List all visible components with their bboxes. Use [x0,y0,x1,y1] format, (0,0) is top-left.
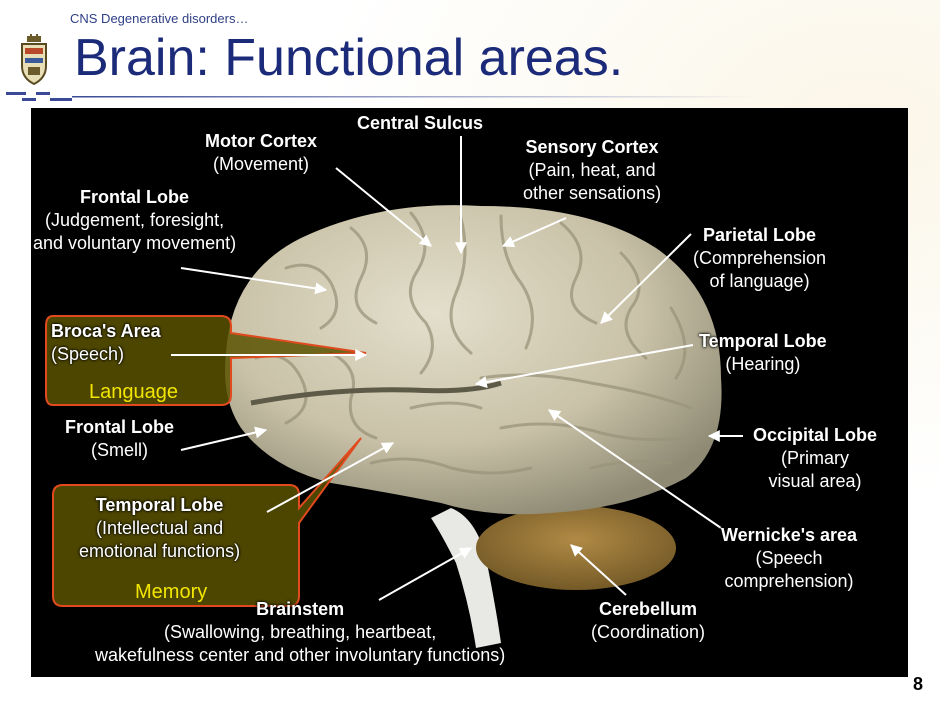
arrow-sensory-cortex [501,217,567,248]
label-frontal-lobe-top-desc1: (Judgement, foresight, [45,210,225,230]
brain-illustration [45,136,743,648]
label-wernickes-area-desc1: (Speech [755,548,823,568]
label-parietal-lobe: Parietal Lobe (Comprehension of language… [693,224,826,293]
label-cerebellum: Cerebellum (Coordination) [591,598,705,644]
label-parietal-lobe-desc2: of language) [709,271,810,291]
label-cerebellum-desc: (Coordination) [591,622,706,642]
label-central-sulcus: Central Sulcus [357,112,483,135]
cerebellum-shape [476,506,676,590]
label-temporal-lobe-right: Temporal Lobe (Hearing) [699,330,827,376]
breadcrumb: CNS Degenerative disorders… [70,11,249,26]
label-brainstem-name: Brainstem [256,599,345,619]
label-motor-cortex-desc: (Movement) [212,154,310,174]
label-temporal-lobe-left-desc1: (Intellectual and [96,518,224,538]
label-occipital-lobe-name: Occipital Lobe [753,425,878,445]
label-temporal-lobe-right-desc: (Hearing) [725,354,801,374]
arrow-brainstem [378,547,473,601]
label-motor-cortex: Motor Cortex (Movement) [205,130,317,176]
label-wernickes-area: Wernicke's area (Speech comprehension) [721,524,857,593]
brainstem-shape [431,508,501,648]
arrow-parietal-lobe [600,233,692,324]
label-central-sulcus-name: Central Sulcus [357,113,484,133]
label-sensory-cortex-desc1: (Pain, heat, and [528,160,656,180]
language-highlight-label: Language [89,381,178,403]
label-sensory-cortex-name: Sensory Cortex [525,137,659,157]
label-sensory-cortex: Sensory Cortex (Pain, heat, and other se… [523,136,661,205]
memory-highlight-label: Memory [135,581,208,603]
label-wernickes-area-desc2: comprehension) [724,571,854,591]
arrow-cerebellum [570,544,627,596]
label-cerebellum-name: Cerebellum [599,599,698,619]
label-brainstem: Brainstem (Swallowing, breathing, heartb… [95,598,505,667]
arrow-frontal-lobe-top [180,267,328,295]
brocas-highlight-box [45,315,367,406]
label-temporal-lobe-right-name: Temporal Lobe [699,331,827,351]
label-brainstem-desc1: (Swallowing, breathing, heartbeat, [164,622,437,642]
label-occipital-lobe-desc2: visual area) [768,471,862,491]
label-temporal-lobe-left-name: Temporal Lobe [95,495,224,515]
page-number: 8 [913,674,924,694]
arrow-temporal-lobe-left [266,442,395,513]
arrow-motor-cortex [335,167,432,247]
temporal-highlight-box [52,437,362,607]
crest-logo-icon [21,34,47,86]
label-wernickes-area-name: Wernicke's area [721,525,858,545]
arrow-frontal-lobe-smell [180,426,268,451]
label-occipital-lobe-desc1: (Primary [781,448,850,468]
pointer-arrows [171,136,743,601]
label-frontal-lobe-top-desc2: and voluntary movement) [33,233,237,253]
label-frontal-lobe-top-name: Frontal Lobe [80,187,190,207]
label-motor-cortex-name: Motor Cortex [205,131,317,151]
label-brainstem-desc2: wakefulness center and other involuntary… [95,645,506,665]
title-underline-accent [6,92,756,101]
label-temporal-lobe-left-desc2: emotional functions) [79,541,241,561]
label-brocas-area-name: Broca's Area [51,321,161,341]
label-parietal-lobe-name: Parietal Lobe [703,225,817,245]
label-frontal-lobe-top: Frontal Lobe (Judgement, foresight, and … [33,186,236,255]
label-frontal-lobe-smell: Frontal Lobe (Smell) [65,416,174,462]
arrow-temporal-lobe-right [474,344,694,388]
label-sensory-cortex-desc2: other sensations) [523,183,662,203]
label-frontal-lobe-smell-desc: (Smell) [91,440,148,460]
lateral-fissure [250,380,502,406]
label-frontal-lobe-smell-name: Frontal Lobe [65,417,174,437]
label-brocas-area: Broca's Area (Speech) [51,320,161,366]
label-brocas-area-desc: (Speech) [51,344,125,364]
page-title: Brain: Functional areas. [74,29,624,87]
label-occipital-lobe: Occipital Lobe (Primary visual area) [753,424,877,493]
cerebrum-shape [225,205,722,515]
label-temporal-lobe-left: Temporal Lobe (Intellectual and emotiona… [79,494,240,563]
brain-gyri [254,211,693,475]
label-parietal-lobe-desc1: (Comprehension [693,248,827,268]
arrow-wernickes-area [548,409,722,529]
brain-diagram: Central Sulcus Motor Cortex (Movement) S… [31,108,908,677]
